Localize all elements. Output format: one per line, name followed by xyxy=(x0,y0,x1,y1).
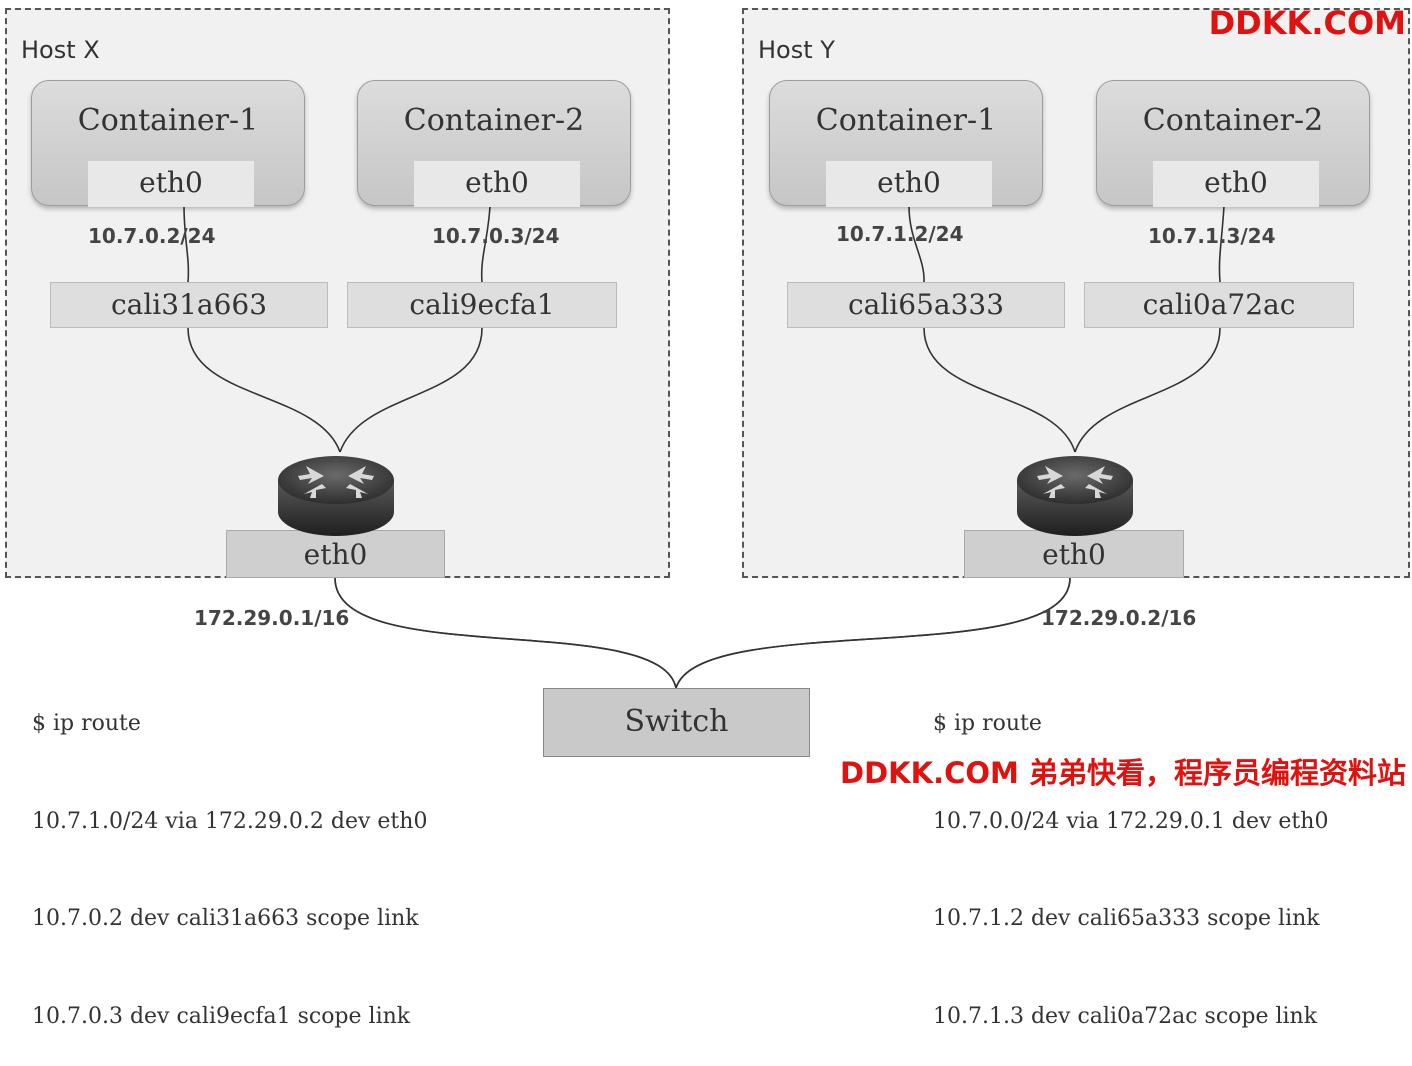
route-line: 10.7.0.2 dev cali31a663 scope link xyxy=(32,906,419,931)
switch-box: Switch xyxy=(543,688,810,757)
container-x-2: Container-2 eth0 xyxy=(357,80,631,207)
router-icon xyxy=(278,456,394,536)
watermark-bottom: DDKK.COM 弟弟快看，程序员编程资料站 xyxy=(840,750,1406,792)
route-line: 10.7.0.0/24 via 172.29.0.1 dev eth0 xyxy=(933,808,1329,834)
container-y-2: Container-2 eth0 xyxy=(1096,80,1370,207)
router-icon xyxy=(1017,456,1133,536)
host-ip: 172.29.0.1/16 xyxy=(194,606,350,630)
container-name: Container-2 xyxy=(1142,103,1324,138)
veth-interface: cali9ecfa1 xyxy=(347,282,617,328)
route-line: $ ip route xyxy=(933,711,1042,736)
container-ip: 10.7.0.3/24 xyxy=(432,224,560,248)
route-table-host-x: $ ip route 10.7.1.0/24 via 172.29.0.2 de… xyxy=(32,643,427,1066)
container-name: Container-2 xyxy=(403,103,585,138)
route-line: $ ip route xyxy=(32,711,141,736)
route-table-host-y: $ ip route 10.7.0.0/24 via 172.29.0.1 de… xyxy=(933,643,1328,1066)
container-eth: eth0 xyxy=(88,161,254,207)
route-line: 10.7.0.3 dev cali9ecfa1 scope link xyxy=(32,1003,411,1029)
route-line: 10.7.1.3 dev cali0a72ac scope link xyxy=(933,1003,1318,1029)
route-line: 10.7.1.2 dev cali65a333 scope link xyxy=(933,906,1320,931)
veth-interface: cali31a663 xyxy=(50,282,328,328)
connection-wires-inner xyxy=(183,205,1225,689)
host-label: Host X xyxy=(21,36,100,64)
container-eth: eth0 xyxy=(414,161,580,207)
container-ip: 10.7.1.3/24 xyxy=(1148,224,1276,248)
host-ip: 172.29.0.2/16 xyxy=(1041,606,1197,630)
route-line: 10.7.1.0/24 via 172.29.0.2 dev eth0 xyxy=(32,808,428,834)
container-eth: eth0 xyxy=(1153,161,1319,207)
watermark-top: DDKK.COM xyxy=(1208,4,1406,42)
container-ip: 10.7.1.2/24 xyxy=(836,222,964,246)
host-eth-interface: eth0 xyxy=(964,530,1184,578)
veth-interface: cali65a333 xyxy=(787,282,1065,328)
container-eth: eth0 xyxy=(826,161,992,207)
container-name: Container-1 xyxy=(815,103,997,138)
veth-interface: cali0a72ac xyxy=(1084,282,1354,328)
container-x-1: Container-1 eth0 xyxy=(31,80,305,207)
container-y-1: Container-1 eth0 xyxy=(769,80,1043,207)
container-name: Container-1 xyxy=(77,103,259,138)
host-label: Host Y xyxy=(758,36,835,64)
container-ip: 10.7.0.2/24 xyxy=(88,224,216,248)
